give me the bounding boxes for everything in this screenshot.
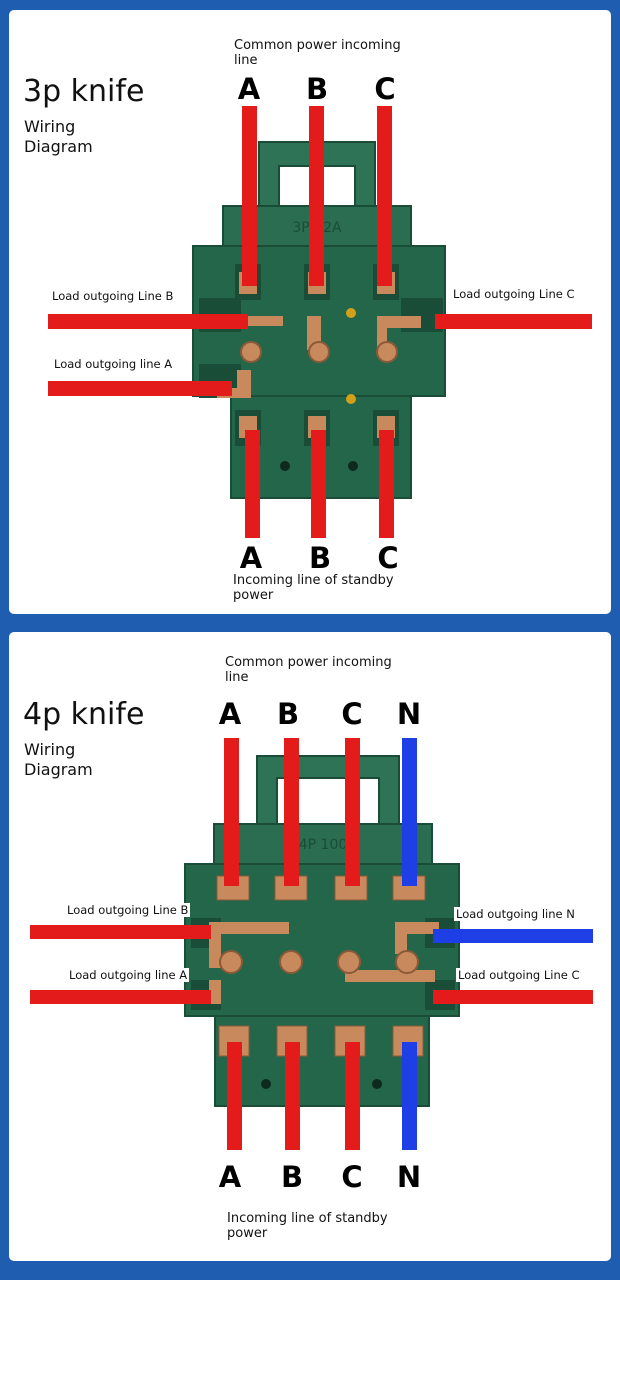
load-label-c-3p: Load outgoing Line C — [451, 287, 577, 301]
title-3p: 3p knife — [23, 74, 145, 109]
switch-4p-illustration: 4P 100 — [30, 738, 593, 1150]
wire-top-b-4p — [284, 738, 299, 886]
load-label-a-3p: Load outgoing line A — [52, 357, 175, 371]
top-caption-4p: Common power incoming line — [225, 655, 392, 685]
bottom-phase-c-4p: C — [341, 1160, 363, 1194]
wire-top-a-4p — [224, 738, 239, 886]
wire-load-a-4p — [30, 990, 211, 1004]
top-phase-n-4p: N — [396, 697, 422, 731]
top-phase-a-4p: A — [218, 697, 242, 731]
wire-load-b-3p — [48, 314, 248, 329]
bottom-phase-c-3p: C — [377, 541, 399, 575]
wire-top-c-4p — [345, 738, 360, 886]
subtitle-4p: Wiring Diagram — [24, 740, 93, 779]
top-phase-b-3p: B — [305, 72, 329, 106]
wire-bottom-c-4p — [345, 1042, 360, 1150]
load-label-n-4p: Load outgoing line N — [454, 907, 577, 921]
load-label-a-4p: Load outgoing line A — [67, 968, 190, 982]
title-4p: 4p knife — [23, 697, 145, 732]
load-label-b-3p: Load outgoing Line B — [50, 289, 176, 303]
bottom-phase-a-4p: A — [218, 1160, 242, 1194]
wire-bottom-n-4p — [402, 1042, 417, 1150]
panel-4p-knife: 4P 100 — [9, 632, 611, 1261]
wire-bottom-b-3p — [311, 430, 326, 538]
panel-3p-knife: 3P 32A — [9, 10, 611, 614]
load-label-b-4p: Load outgoing Line B — [65, 903, 191, 917]
bottom-phase-n-4p: N — [396, 1160, 422, 1194]
wire-load-c-3p — [435, 314, 592, 329]
wire-load-n-4p — [433, 929, 593, 943]
bottom-phase-a-3p: A — [239, 541, 263, 575]
wire-bottom-a-4p — [227, 1042, 242, 1150]
subtitle-3p: Wiring Diagram — [24, 117, 93, 156]
top-phase-b-4p: B — [276, 697, 300, 731]
top-phase-c-4p: C — [341, 697, 363, 731]
wire-bottom-b-4p — [285, 1042, 300, 1150]
top-phase-a-3p: A — [237, 72, 261, 106]
wire-bottom-c-3p — [379, 430, 394, 538]
wire-top-c-3p — [377, 106, 392, 286]
top-phase-c-3p: C — [374, 72, 396, 106]
bottom-phase-b-4p: B — [280, 1160, 304, 1194]
load-label-c-4p: Load outgoing Line C — [456, 968, 582, 982]
wire-load-b-4p — [30, 925, 211, 939]
wire-top-b-3p — [309, 106, 324, 286]
wire-bottom-a-3p — [245, 430, 260, 538]
wire-load-c-4p — [433, 990, 593, 1004]
wire-top-n-4p — [402, 738, 417, 886]
top-caption-3p: Common power incoming line — [234, 38, 401, 68]
bottom-phase-b-3p: B — [308, 541, 332, 575]
wire-top-a-3p — [242, 106, 257, 286]
wire-load-a-3p — [48, 381, 232, 396]
bottom-caption-3p: Incoming line of standby power — [233, 573, 394, 603]
switch-handle-4p — [256, 755, 400, 829]
switch-3p-illustration: 3P 32A — [48, 106, 592, 538]
bottom-caption-4p: Incoming line of standby power — [227, 1211, 388, 1241]
switch-marking-4p: 4P 100 — [299, 837, 348, 853]
